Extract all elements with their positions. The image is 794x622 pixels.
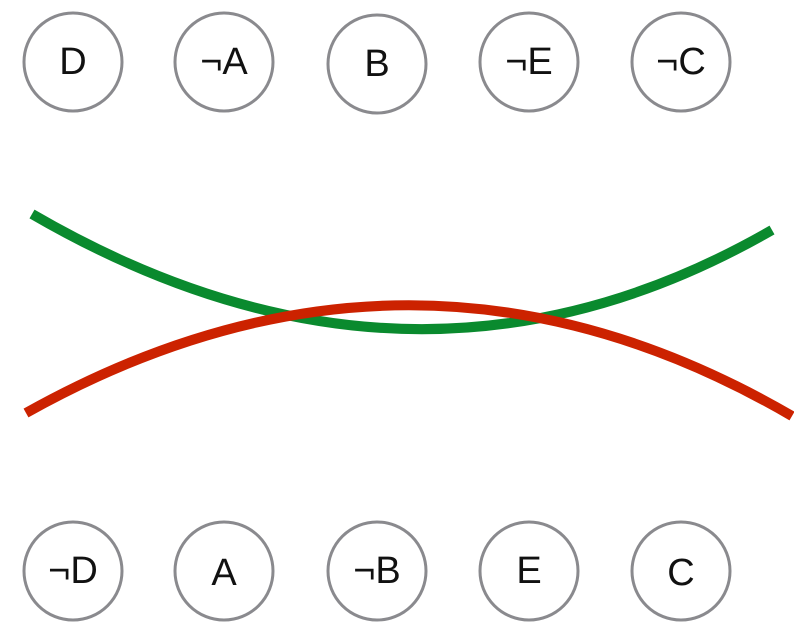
node-circle [478,11,580,113]
node-circle [173,520,275,622]
node-circle [22,11,124,113]
node-circle [630,11,732,113]
node-label: ¬E [505,41,553,83]
node-circle [478,520,580,622]
node-label: ¬C [656,41,706,83]
top-node-5: ¬C [630,11,732,113]
bottom-node-5: C [630,520,732,622]
red-curve [23,300,794,421]
node-label: ¬A [200,41,248,83]
node-label: ¬B [353,550,401,592]
node-circle [22,520,124,622]
node-label: C [667,552,694,594]
bottom-node-3: ¬B [326,520,428,622]
bottom-node-2: A [173,520,275,622]
node-label: D [59,41,86,83]
top-row: D ¬A B ¬E ¬C [22,11,732,115]
bottom-row: ¬D A ¬B E C [22,520,732,622]
node-label: B [364,43,389,85]
bottom-node-1: ¬D [22,520,124,622]
node-circle [326,520,428,622]
top-node-3: B [326,13,428,115]
node-circle [630,520,732,622]
node-label: ¬D [48,550,98,592]
node-label: E [516,550,541,592]
node-label: A [211,552,237,594]
node-circle [326,13,428,115]
node-circle [173,11,275,113]
bottom-node-4: E [478,520,580,622]
top-node-1: D [22,11,124,113]
top-node-4: ¬E [478,11,580,113]
top-node-2: ¬A [173,11,275,113]
green-curve [29,209,775,335]
